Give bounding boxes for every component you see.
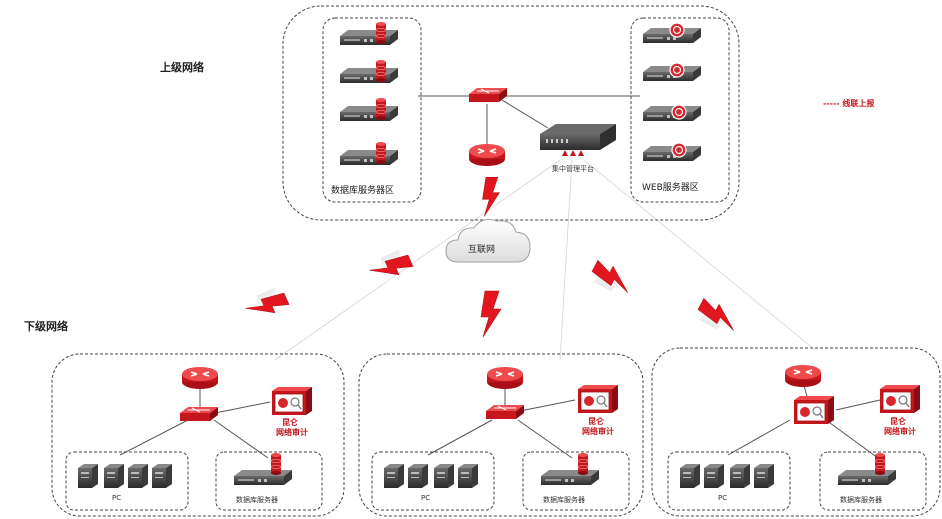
audit-device-icon	[577, 384, 619, 414]
pc-label-left: PC	[112, 494, 121, 502]
pc-icon	[104, 464, 124, 488]
pc-icon	[384, 464, 404, 488]
internet-label: 互联网	[468, 244, 495, 255]
pc-icon	[434, 464, 454, 488]
web-icon	[669, 22, 685, 38]
audit-device-icon	[793, 395, 835, 425]
center-platform-label: 集中管理平台	[552, 164, 594, 173]
audit-label-middle-2: 网络审计	[582, 426, 614, 436]
db-zone-right	[819, 451, 927, 511]
pc-icon	[78, 464, 98, 488]
connection-lines	[119, 95, 881, 459]
db-zone-label: 数据库服务器区	[331, 184, 394, 196]
db-zone-left	[215, 451, 323, 511]
pc-label-middle: PC	[421, 494, 430, 502]
audit-device-icon	[271, 386, 313, 416]
pc-icon	[408, 464, 428, 488]
database-icon	[375, 21, 387, 45]
database-icon	[270, 452, 282, 476]
server-icon	[340, 30, 398, 45]
db-zone-middle	[522, 451, 630, 511]
audit-label-right-1: 昆仑	[890, 416, 907, 426]
server-icon	[340, 68, 398, 83]
legend-label: ----- 线联上报	[823, 98, 874, 108]
pc-icon	[152, 464, 172, 488]
lightning-icon	[480, 290, 502, 338]
db-zone-box	[322, 17, 422, 203]
report-lines	[274, 159, 816, 361]
server-icon	[541, 470, 599, 485]
lower-middle-box	[358, 353, 644, 517]
web-icon	[669, 62, 685, 78]
cloud-icon	[445, 219, 531, 263]
database-icon	[375, 97, 387, 121]
lightning-group	[244, 177, 742, 338]
pc-icon	[704, 464, 724, 488]
upper-network-label: 上级网络	[160, 60, 204, 74]
web-zone-label: WEB服务器区	[642, 181, 699, 193]
db-server-label-right: 数据库服务器	[840, 495, 882, 504]
upper-network-box	[282, 5, 740, 221]
zone-boxes	[51, 5, 941, 517]
switch-icon	[485, 404, 525, 420]
pc-icon	[458, 464, 478, 488]
router-icon	[486, 366, 524, 390]
pc-zone-middle	[371, 451, 495, 511]
pc-icon	[754, 464, 774, 488]
lightning-icon	[482, 177, 500, 217]
database-icon	[577, 452, 589, 476]
database-icon	[874, 452, 886, 476]
router-icon	[181, 366, 219, 390]
pc-icon	[128, 464, 148, 488]
lower-right-box	[651, 347, 941, 517]
lower-left-box	[51, 353, 345, 517]
server-icon	[838, 470, 896, 485]
lower-network-label: 下级网络	[24, 319, 68, 333]
switch-icon	[468, 87, 508, 103]
database-icon	[375, 59, 387, 83]
web-icon	[671, 142, 687, 158]
pc-icon	[680, 464, 700, 488]
db-server-group	[340, 21, 398, 165]
audit-label-middle-1: 昆仑	[588, 416, 605, 426]
server-icon	[340, 150, 398, 165]
router-icon	[468, 143, 506, 167]
audit-label-left-1: 昆仑	[282, 417, 299, 427]
db-server-label-middle: 数据库服务器	[543, 495, 585, 504]
audit-label-right-2: 网络审计	[884, 426, 916, 436]
web-zone-box	[630, 17, 730, 203]
db-server-label-left: 数据库服务器	[236, 495, 278, 504]
pc-zone-left	[65, 451, 189, 511]
switch-icon	[179, 406, 219, 422]
server-icon	[340, 106, 398, 121]
pc-zone-right	[667, 451, 791, 511]
web-server-group	[643, 22, 701, 161]
pc-icon	[730, 464, 750, 488]
database-icon	[375, 141, 387, 165]
router-icon	[784, 364, 822, 388]
audit-device-icon	[879, 384, 921, 414]
center-platform-device	[540, 124, 616, 156]
audit-label-left-2: 网络审计	[276, 427, 308, 437]
pc-label-right: PC	[718, 494, 727, 502]
web-icon	[671, 104, 687, 120]
server-icon	[234, 470, 292, 485]
